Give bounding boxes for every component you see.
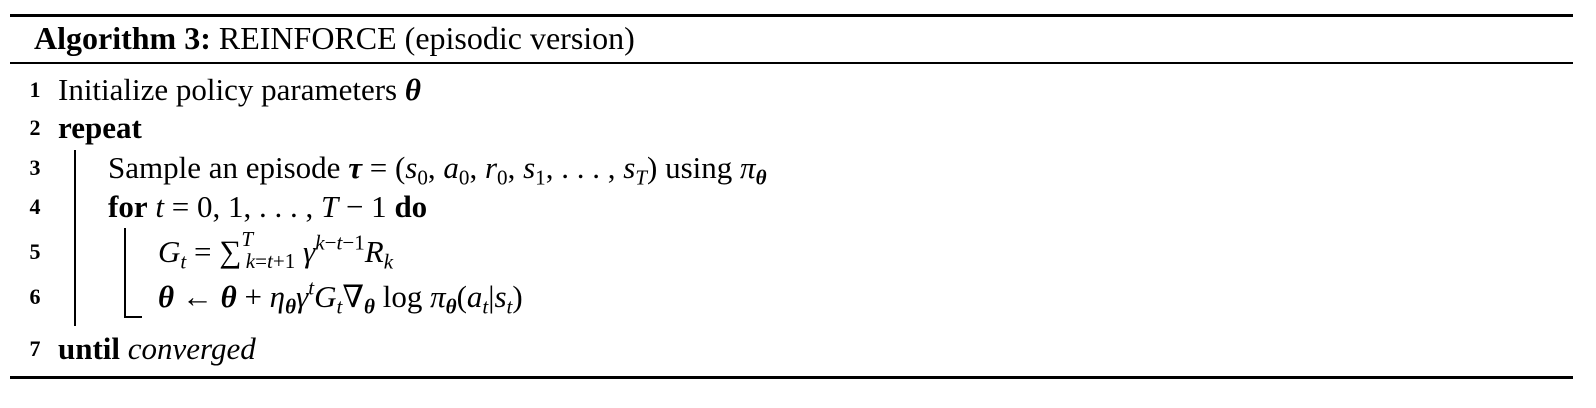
line-number: 2 [29,115,41,140]
statement-text: Sample an episode [108,150,341,185]
pi-subscript: θ [755,165,767,190]
algorithm-line-1: 1 Initialize policy parameters θ [0,70,1596,110]
for-block-bar [124,228,126,318]
until-condition: converged [127,331,256,366]
tau-symbol: τ [348,150,362,185]
line-number: 1 [29,77,41,102]
algorithm-line-2: 2 repeat [0,108,1596,148]
line-number: 7 [29,336,41,361]
line-statement: until converged [58,329,256,369]
bottom-rule [10,376,1573,379]
episode-formula: = (s0, a0, r0, s1, . . . , sT) [369,150,658,190]
line-number: 4 [29,194,41,219]
return-formula: Gt = ∑Tk=t+1 γk−t−1Rk [158,227,394,274]
repeat-keyword: repeat [58,110,142,145]
statement-text-using: using [665,150,733,185]
loop-range: t = 0, 1, . . . , T − 1 [155,189,387,224]
line-number: 6 [29,284,41,309]
update-formula: θ ← θ + ηθγtGt∇θ log πθ(at|st) [158,275,523,319]
algorithm-line-5: 5 Gt = ∑Tk=t+1 γk−t−1Rk [0,227,1596,274]
caption-rule [10,62,1573,64]
algorithm-line-6: 6 θ ← θ + ηθγtGt∇θ log πθ(at|st) [0,277,1596,317]
line-number: 3 [29,155,41,180]
repeat-block-bar [74,150,76,326]
algorithm-line-7: 7 until converged [0,329,1596,369]
do-keyword: do [394,189,428,224]
statement-text: Initialize policy parameters [58,72,398,107]
pi-symbol: π [740,150,756,185]
line-statement: Sample an episode τ = (s0, a0, r0, s1, .… [108,148,767,188]
for-keyword: for [108,189,148,224]
line-statement: Initialize policy parameters θ [58,70,421,110]
algorithm-line-3: 3 Sample an episode τ = (s0, a0, r0, s1,… [0,148,1596,188]
until-keyword: until [58,331,121,366]
theta-symbol: θ [404,72,421,107]
for-block-end [124,316,142,318]
line-statement: for t = 0, 1, . . . , T − 1 do [108,187,427,227]
algorithm-line-4: 4 for t = 0, 1, . . . , T − 1 do [0,187,1596,227]
top-rule [10,14,1573,17]
algorithm-caption: Algorithm 3: REINFORCE (episodic version… [34,18,635,58]
line-number: 5 [29,239,41,264]
algorithm-title: REINFORCE (episodic version) [218,20,635,56]
algorithm-label: Algorithm 3: [34,20,211,56]
